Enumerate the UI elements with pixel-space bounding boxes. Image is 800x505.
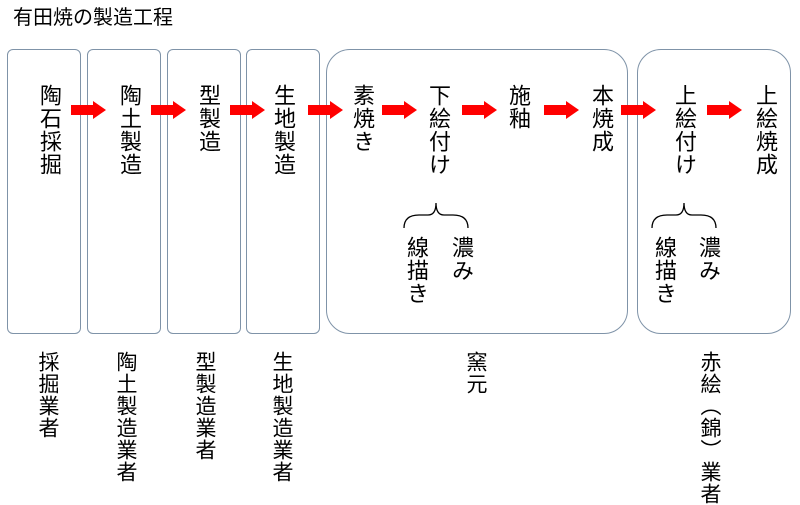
substep-dami-underglaze: 濃み — [448, 236, 473, 282]
actor-akae-painter: 赤絵（錦）業者 — [698, 351, 722, 505]
process-box-mining — [7, 49, 81, 334]
brace-underglaze — [403, 202, 469, 229]
diagram-title: 有田焼の製造工程 — [13, 5, 173, 29]
process-box-overglaze — [637, 49, 791, 334]
arrow-icon — [382, 101, 417, 119]
actor-kiln: 窯元 — [464, 351, 488, 395]
step-body-making: 生地製造 — [270, 84, 295, 176]
arrow-icon — [151, 101, 186, 119]
process-box-kiln — [326, 49, 628, 334]
step-clay-making: 陶土製造 — [116, 84, 141, 176]
arrow-icon — [230, 101, 265, 119]
step-stone-mining: 陶石採掘 — [36, 84, 61, 176]
arrow-icon — [544, 101, 579, 119]
substep-senbyo-underglaze: 線描き — [403, 236, 428, 305]
step-overglaze: 上絵付け — [671, 84, 696, 176]
step-overglaze-firing: 上絵焼成 — [752, 84, 777, 176]
arrow-icon — [71, 101, 106, 119]
step-glazing: 施釉 — [505, 84, 530, 130]
actor-mining-company: 採掘業者 — [36, 351, 60, 439]
actor-clay-maker: 陶土製造業者 — [114, 351, 138, 483]
actor-body-maker: 生地製造業者 — [270, 351, 294, 483]
step-underglaze: 下絵付け — [425, 84, 450, 176]
step-mold-making: 型製造 — [195, 84, 220, 153]
process-box-body — [246, 49, 320, 334]
substep-senbyo-overglaze: 線描き — [651, 236, 676, 305]
arrow-icon — [707, 101, 742, 119]
arrow-icon — [308, 101, 343, 119]
brace-overglaze — [651, 202, 717, 229]
arrow-icon — [462, 101, 497, 119]
arrow-icon — [621, 101, 656, 119]
substep-dami-overglaze: 濃み — [695, 236, 720, 282]
process-box-clay — [87, 49, 161, 334]
step-bisque-firing: 素焼き — [349, 84, 374, 153]
step-main-firing: 本焼成 — [588, 84, 613, 153]
actor-mold-maker: 型製造業者 — [193, 351, 217, 461]
process-box-mold — [167, 49, 241, 334]
